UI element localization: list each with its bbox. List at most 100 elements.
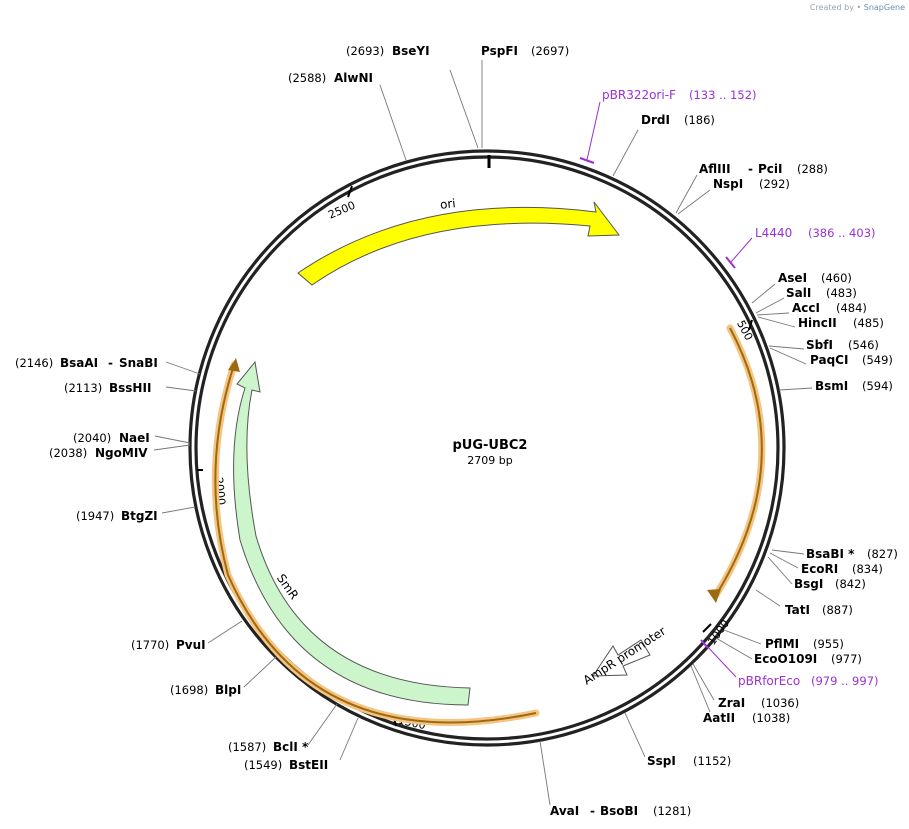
primer-mark-pbr322ori-f[interactable] [579, 157, 595, 164]
leader-bsshii [165, 386, 197, 392]
enzyme-afliii-sep: - [748, 162, 753, 176]
leader-pvui [207, 620, 243, 644]
leader-sspi [624, 712, 646, 758]
enzyme-acci-pos: (484) [836, 301, 867, 315]
enzyme-bseyi-name[interactable]: BseYI [392, 44, 430, 58]
leader-paqci [769, 347, 807, 365]
leader-avai [539, 740, 551, 806]
leader-bcli [307, 703, 338, 746]
enzyme-labels: (2693) BseYI PspFI (2697) (2588) AlwNI D… [15, 44, 898, 818]
primers: pBR322ori-F (133 .. 152) L4440 (386 .. 4… [579, 88, 879, 688]
leader-eco0109i [715, 637, 753, 660]
feature-orf-right-core [715, 327, 763, 596]
enzyme-bsobi-name[interactable]: BsoBI [600, 804, 638, 818]
leader-hincii [757, 316, 796, 328]
enzyme-sspi-name[interactable]: SspI [647, 754, 676, 768]
enzyme-tati-pos: (887) [822, 603, 853, 617]
primer-pbrforeco-range: (979 .. 997) [811, 674, 879, 688]
enzyme-bcli-name[interactable]: BclI * [273, 740, 309, 754]
enzyme-drdi-name[interactable]: DrdI [641, 113, 670, 127]
enzyme-bcli-pos: (1587) [228, 740, 266, 754]
enzyme-paqci-pos: (549) [862, 353, 893, 367]
enzyme-tati-name[interactable]: TatI [785, 603, 810, 617]
primer-mark-l4440[interactable] [725, 256, 736, 269]
leader-bsabi [771, 549, 805, 555]
enzyme-bsaai-pos: (2146) [15, 356, 53, 370]
enzyme-paqci-name[interactable]: PaqCI [810, 353, 848, 367]
feature-smr-arrow[interactable] [233, 360, 471, 706]
enzyme-ecori-name[interactable]: EcoRI [801, 562, 838, 576]
leader-alwni [379, 84, 407, 161]
enzyme-eco0109i-pos: (977) [831, 652, 862, 666]
enzyme-nspi-name[interactable]: NspI [713, 177, 743, 191]
primer-pbrforeco-name[interactable]: pBRforEco [738, 674, 800, 688]
enzyme-bsabi-name[interactable]: BsaBI * [806, 547, 855, 561]
leader-bsgi [767, 556, 793, 585]
enzyme-ecori-pos: (834) [852, 562, 883, 576]
leader-bsmi [778, 387, 813, 391]
enzyme-avai-name[interactable]: AvaI [550, 804, 579, 818]
enzyme-bsmi-name[interactable]: BsmI [815, 379, 848, 393]
enzyme-alwni-name[interactable]: AlwNI [334, 71, 373, 85]
enzyme-btgzi-pos: (1947) [76, 509, 114, 523]
enzyme-snabi-name[interactable]: SnaBI [119, 356, 158, 370]
snapgene-logo-icon: • [856, 3, 862, 12]
enzyme-hincii-name[interactable]: HincII [798, 316, 837, 330]
enzyme-bsteii-name[interactable]: BstEII [289, 758, 328, 772]
leader-asei [751, 283, 776, 304]
feature-ori-arrow[interactable] [297, 201, 620, 286]
enzyme-bsshii-pos: (2113) [64, 381, 102, 395]
enzyme-pflmi-name[interactable]: PflMI [765, 637, 799, 651]
enzyme-avai-sep: - [590, 804, 595, 818]
leader-blpi [243, 656, 277, 688]
enzyme-bsaai-sep: - [108, 356, 113, 370]
feature-orf-right-arc[interactable] [712, 324, 766, 599]
enzyme-ngomiv-name[interactable]: NgoMIV [95, 446, 148, 460]
enzyme-pspfi-name[interactable]: PspFI [481, 44, 518, 58]
enzyme-aatii-name[interactable]: AatII [703, 711, 735, 725]
enzyme-sbfi-name[interactable]: SbfI [806, 338, 833, 352]
feature-orf-left-head [228, 358, 240, 372]
leader-afliii [675, 174, 698, 214]
enzyme-zrai-name[interactable]: ZraI [718, 696, 745, 710]
enzyme-naei-pos: (2040) [73, 431, 111, 445]
enzyme-hincii-pos: (485) [853, 316, 884, 330]
enzyme-pcii-name[interactable]: PciI [758, 162, 783, 176]
enzyme-btgzi-name[interactable]: BtgZI [121, 509, 158, 523]
enzyme-nspi-pos: (292) [759, 177, 790, 191]
leader-ecori [769, 552, 799, 569]
enzyme-bsteii-pos: (1549) [244, 758, 282, 772]
watermark-brand: SnapGene [863, 3, 905, 12]
feature-ampr-promoter-arrow[interactable] [592, 639, 651, 677]
enzyme-afliii-name[interactable]: AflIII [699, 162, 731, 176]
leader-sbfi [768, 345, 805, 350]
primer-pbr322ori-f-range: (133 .. 152) [689, 88, 757, 102]
enzyme-asei-name[interactable]: AseI [778, 271, 807, 285]
enzyme-bsgi-name[interactable]: BsgI [794, 577, 823, 591]
enzyme-sbfi-pos: (546) [848, 338, 879, 352]
enzyme-pvui-name[interactable]: PvuI [176, 638, 206, 652]
enzyme-alwni-pos: (2588) [288, 71, 326, 85]
plasmid-name: pUG-UBC2 [453, 438, 528, 453]
enzyme-bsshii-name[interactable]: BssHII [109, 381, 151, 395]
leader-naei [154, 435, 191, 444]
leader-ngomiv [153, 444, 191, 451]
primer-l4440-name[interactable]: L4440 [755, 226, 792, 240]
enzyme-sali-name[interactable]: SalI [786, 286, 811, 300]
watermark-prefix: Created by [809, 3, 854, 12]
leader-aatii [690, 665, 711, 713]
primer-pbr322ori-f-name[interactable]: pBR322ori-F [602, 88, 676, 102]
enzyme-sali-pos: (483) [826, 286, 857, 300]
enzyme-drdi-pos: (186) [684, 113, 715, 127]
tick-mark-1000 [702, 623, 712, 633]
enzyme-aatii-pos: (1038) [752, 711, 790, 725]
enzyme-eco0109i-name[interactable]: EcoO109I [754, 652, 817, 666]
enzyme-naei-name[interactable]: NaeI [119, 431, 150, 445]
enzyme-acci-name[interactable]: AccI [792, 301, 820, 315]
leader-bsaai [165, 361, 201, 375]
enzyme-blpi-name[interactable]: BlpI [215, 683, 241, 697]
enzyme-bsaai-name[interactable]: BsaAI [60, 356, 98, 370]
tick-mark-500 [748, 319, 753, 331]
leader-tati [755, 589, 781, 607]
